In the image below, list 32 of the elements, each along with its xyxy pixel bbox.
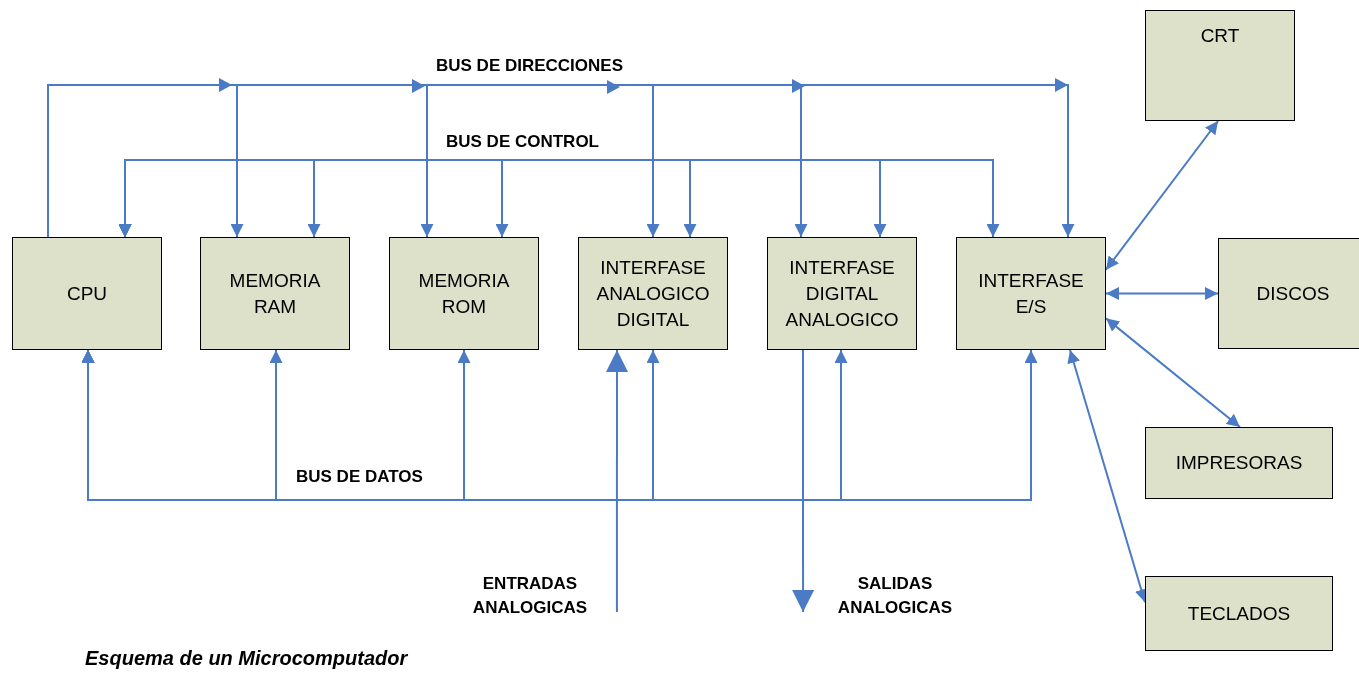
bus-label: BUS DE DATOS — [296, 467, 423, 487]
arrow — [1105, 287, 1219, 300]
arrow — [1105, 317, 1241, 428]
box-label: IMPRESORAS — [1175, 451, 1303, 475]
box-label: MEMORIA RAM — [228, 268, 322, 319]
process-box — [767, 237, 917, 350]
process-box — [1145, 576, 1333, 651]
box-label: CPU — [66, 281, 108, 306]
box-label: INTERFASE E/S — [977, 268, 1085, 319]
device-box — [1145, 10, 1295, 121]
box-label: MEMORIA ROM — [417, 268, 511, 319]
process-box — [956, 237, 1106, 350]
process-box — [389, 237, 539, 350]
process-box — [1218, 238, 1359, 349]
bus-connector — [81, 349, 1038, 501]
bus-label: BUS DE CONTROL — [446, 132, 599, 152]
box-label: INTERFASE ANALOGICO DIGITAL — [596, 255, 710, 332]
signal-label: SALIDAS ANALOGICAS — [836, 573, 954, 619]
process-box — [12, 237, 162, 350]
box-label: INTERFASE DIGITAL ANALOGICO — [785, 255, 899, 332]
signal-label: ENTRADAS ANALOGICAS — [471, 573, 589, 619]
box-label: CRT — [1200, 24, 1240, 48]
box-label: DISCOS — [1256, 281, 1330, 306]
arrow — [792, 349, 815, 614]
box-label: TECLADOS — [1187, 601, 1291, 626]
bus-label: BUS DE DIRECCIONES — [436, 56, 624, 76]
arrow — [606, 349, 628, 614]
process-box — [578, 237, 728, 350]
arrow — [1105, 120, 1220, 271]
caption: Esquema de un Microcomputador — [85, 647, 408, 670]
process-box — [200, 237, 350, 350]
process-box — [1145, 427, 1333, 499]
